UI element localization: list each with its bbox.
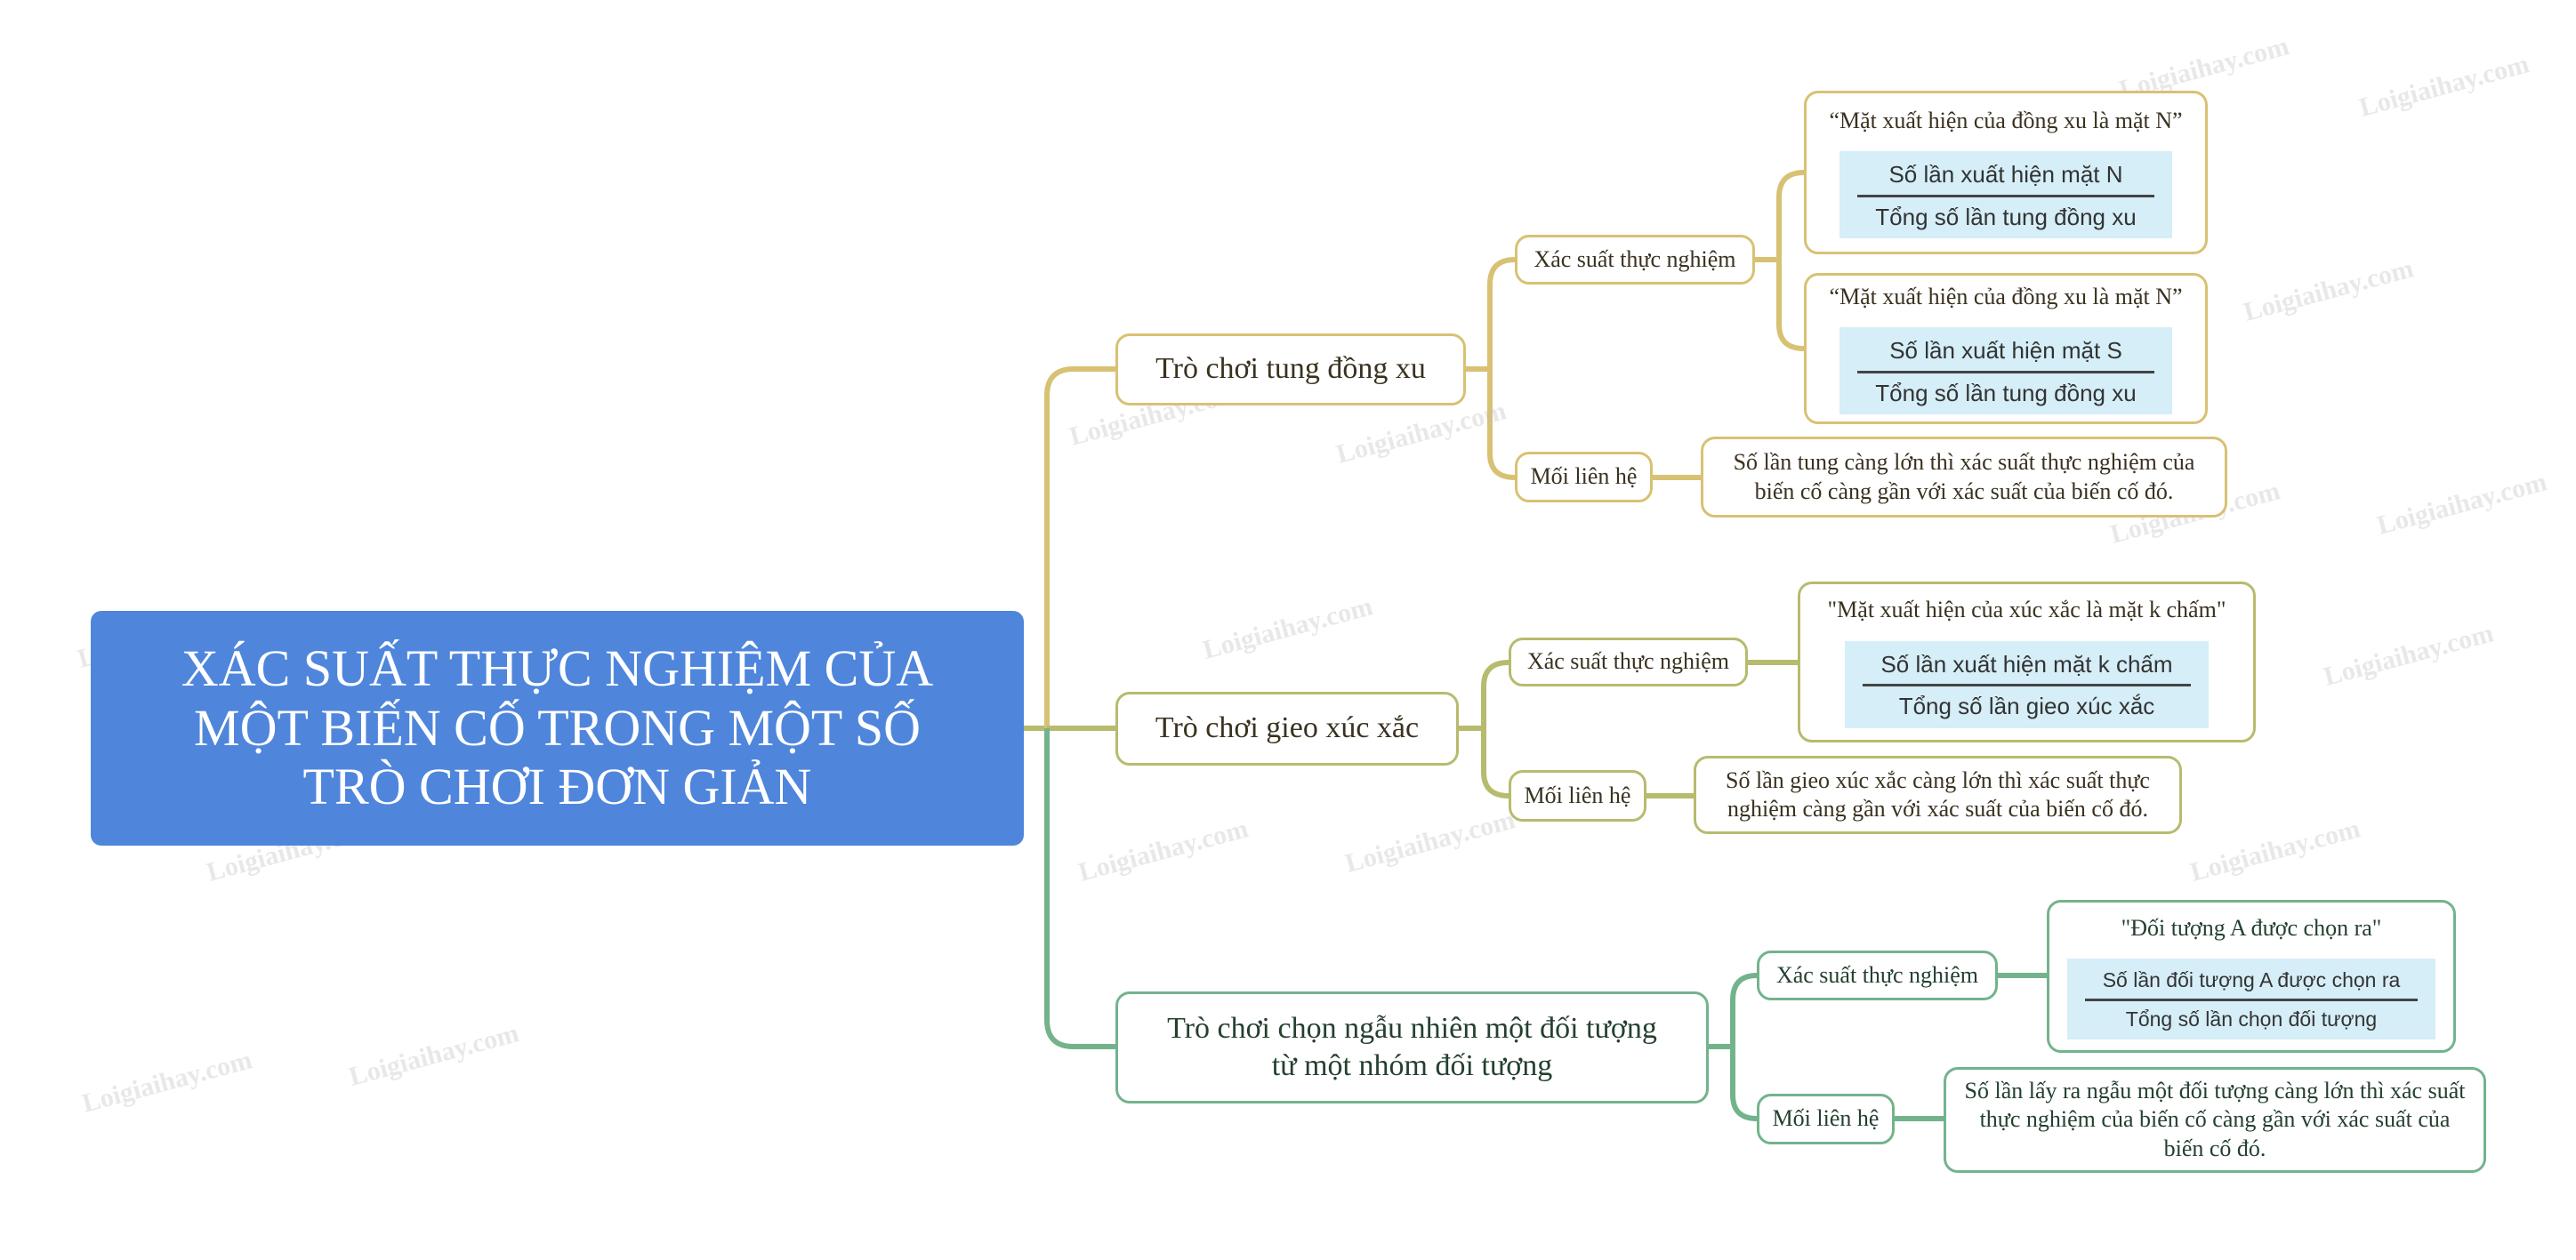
subtopic-label: Xác suất thực nghiệm — [1534, 245, 1736, 272]
leaf-relationship[interactable]: Số lần tung càng lớn thì xác suất thực n… — [1701, 437, 2227, 518]
formula-numerator: Số lần đối tượng A được chọn ra — [2084, 964, 2419, 1001]
subtopic-relationship[interactable]: Mối liên hệ — [1515, 452, 1653, 502]
connector-branch3 — [1044, 728, 1115, 1049]
subtopic-relationship[interactable]: Mối liên hệ — [1509, 770, 1646, 822]
branch-coin-toss[interactable]: Trò chơi tung đồng xu — [1115, 333, 1466, 405]
formula-numerator: Số lần xuất hiện mặt S — [1857, 333, 2154, 373]
leaf-formula-dice[interactable]: "Mặt xuất hiện của xúc xắc là mặt k chấm… — [1798, 582, 2256, 742]
subtopic-label: Xác suất thực nghiệm — [1526, 648, 1730, 675]
subtopic-label: Mối liên hệ — [1772, 1105, 1880, 1132]
branch-random-selection[interactable]: Trò chơi chọn ngẫu nhiên một đối tượng t… — [1115, 991, 1709, 1104]
leaf-relationship[interactable]: Số lần gieo xúc xắc càng lớn thì xác suấ… — [1694, 756, 2182, 834]
connector-1 — [1466, 170, 1805, 480]
event-text: "Mặt xuất hiện của xúc xắc là mặt k chấm… — [1827, 597, 2226, 623]
subtopic-label: Mối liên hệ — [1530, 463, 1638, 490]
connector-3 — [1709, 973, 2047, 1121]
connector-branch1 — [1044, 366, 1115, 728]
event-text: "Đối tượng A được chọn ra" — [2121, 914, 2382, 941]
formula-numerator: Số lần xuất hiện mặt N — [1857, 156, 2154, 197]
relationship-text: Số lần tung càng lớn thì xác suất thực n… — [1733, 449, 2195, 504]
leaf-relationship[interactable]: Số lần lấy ra ngẫu một đối tượng càng lớ… — [1944, 1067, 2486, 1173]
leaf-formula-heads[interactable]: “Mặt xuất hiện của đồng xu là mặt N” Số … — [1804, 91, 2208, 254]
root-title: XÁC SUẤT THỰC NGHIỆM CỦA MỘT BIẾN CỐ TRO… — [181, 638, 934, 816]
subtopic-experimental-probability[interactable]: Xác suất thực nghiệm — [1515, 235, 1755, 285]
formula: Số lần xuất hiện mặt S Tổng số lần tung đ… — [1839, 327, 2172, 415]
formula-denominator: Tổng số lần tung đồng xu — [1875, 203, 2137, 230]
subtopic-label: Xác suất thực nghiệm — [1775, 961, 1979, 988]
leaf-formula-tails[interactable]: “Mặt xuất hiện của đồng xu là mặt N” Số … — [1804, 273, 2208, 424]
formula-denominator: Tổng số lần chọn đối tượng — [2125, 1007, 2378, 1031]
subtopic-relationship[interactable]: Mối liên hệ — [1757, 1094, 1895, 1144]
relationship-text: Số lần gieo xúc xắc càng lớn thì xác suấ… — [1726, 766, 2150, 823]
leaf-formula-object[interactable]: "Đối tượng A được chọn ra" Số lần đối tư… — [2047, 900, 2456, 1053]
subtopic-experimental-probability[interactable]: Xác suất thực nghiệm — [1757, 951, 1998, 1000]
subtopic-experimental-probability[interactable]: Xác suất thực nghiệm — [1509, 638, 1748, 686]
formula: Số lần đối tượng A được chọn ra Tổng số l… — [2066, 959, 2436, 1039]
connector-2 — [1459, 660, 1798, 799]
formula-denominator: Tổng số lần gieo xúc xắc — [1898, 693, 2155, 720]
relationship-text: Số lần lấy ra ngẫu một đối tượng càng lớ… — [1964, 1077, 2466, 1161]
formula-denominator: Tổng số lần tung đồng xu — [1875, 379, 2137, 406]
subtopic-label: Mối liên hệ — [1524, 782, 1631, 808]
root-topic[interactable]: XÁC SUẤT THỰC NGHIỆM CỦA MỘT BIẾN CỐ TRO… — [91, 611, 1024, 846]
branch-label: Trò chơi chọn ngẫu nhiên một đối tượng t… — [1167, 1011, 1657, 1083]
branch-dice-roll[interactable]: Trò chơi gieo xúc xắc — [1115, 692, 1459, 766]
formula-numerator: Số lần xuất hiện mặt k chấm — [1863, 646, 2191, 687]
event-text: “Mặt xuất hiện của đồng xu là mặt N” — [1829, 107, 2183, 133]
branch-label: Trò chơi gieo xúc xắc — [1155, 711, 1420, 745]
formula: Số lần xuất hiện mặt N Tổng số lần tung đ… — [1839, 151, 2172, 239]
event-text: “Mặt xuất hiện của đồng xu là mặt N” — [1829, 283, 2183, 309]
branch-label: Trò chơi tung đồng xu — [1155, 352, 1426, 386]
